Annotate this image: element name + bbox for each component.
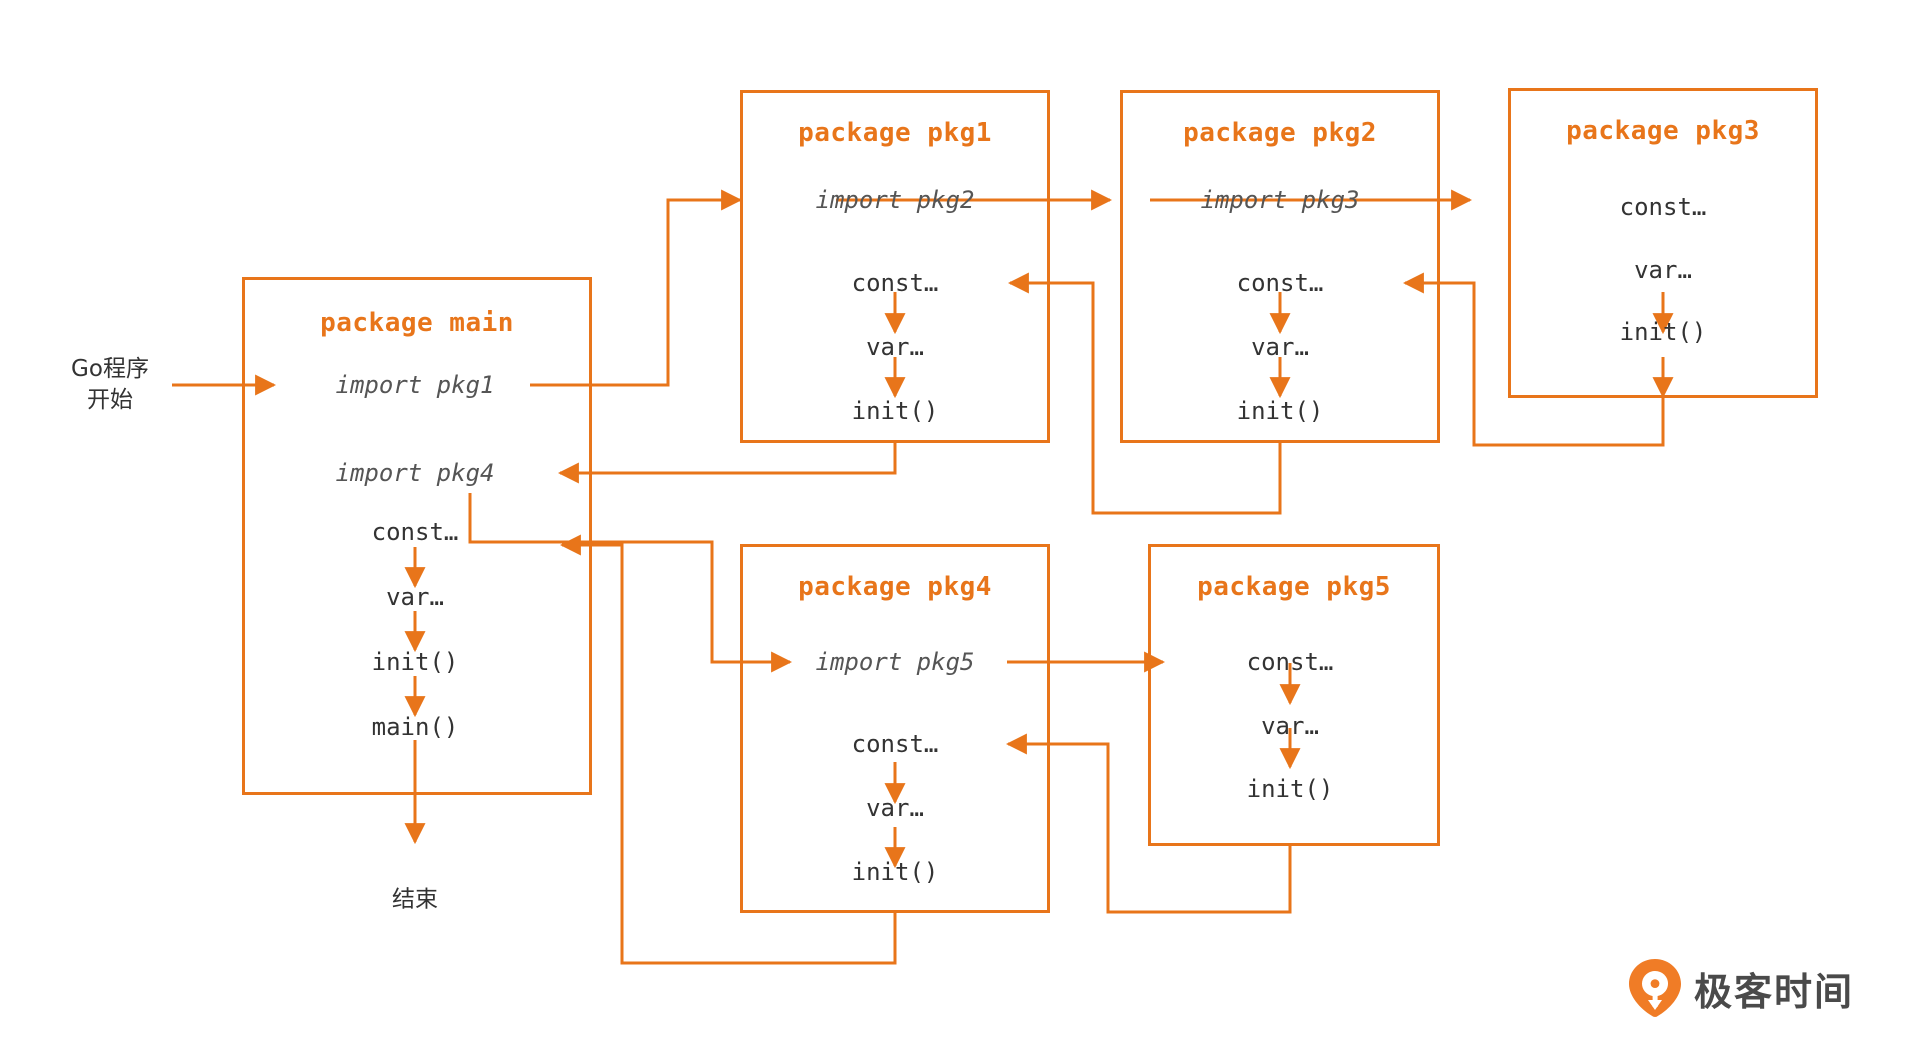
package-box-pkg2[interactable]: package pkg2	[1120, 90, 1440, 443]
end-label: 结束	[392, 886, 438, 913]
node-pkg4-init: init()	[851, 858, 939, 886]
node-pkg1-var: var…	[866, 333, 924, 361]
package-title-pkg4: package pkg4	[798, 572, 992, 602]
node-pkg3-const: const…	[1619, 193, 1707, 221]
node-pkg2-init: init()	[1236, 397, 1324, 425]
node-main-var: var…	[386, 583, 444, 611]
package-title-pkg1: package pkg1	[798, 118, 992, 148]
start-label-line2: 开始	[87, 387, 133, 413]
node-pkg5-var: var…	[1261, 712, 1319, 740]
node-pkg4-const: const…	[851, 730, 939, 758]
node-pkg1-init: init()	[851, 397, 939, 425]
package-title-main: package main	[320, 308, 514, 338]
start-label-line1: Go程序	[71, 355, 149, 382]
start-label: Go程序 开始	[71, 354, 149, 416]
package-box-pkg3[interactable]: package pkg3	[1508, 88, 1818, 398]
node-pkg3-init: init()	[1619, 318, 1707, 346]
node-main-init: init()	[371, 648, 459, 676]
package-box-pkg1[interactable]: package pkg1	[740, 90, 1050, 443]
geektime-logo-icon	[1628, 958, 1682, 1018]
node-pkg2-const: const…	[1236, 269, 1324, 297]
geektime-logo-text: 极客时间	[1694, 969, 1855, 1014]
package-box-pkg5[interactable]: package pkg5	[1148, 544, 1440, 846]
wire-pkg1-return-leg	[560, 443, 897, 475]
node-pkg2-import-pkg3[interactable]: import pkg3	[1200, 186, 1360, 214]
package-box-pkg4[interactable]: package pkg4	[740, 544, 1050, 913]
node-main-import-pkg1[interactable]: import pkg1	[335, 371, 495, 399]
node-pkg5-init: init()	[1246, 775, 1334, 803]
node-pkg3-var: var…	[1634, 256, 1692, 284]
node-main-const: const…	[371, 518, 459, 546]
node-pkg5-const: const…	[1246, 648, 1334, 676]
package-box-main[interactable]: package main	[242, 277, 592, 795]
node-pkg1-import-pkg2[interactable]: import pkg2	[815, 186, 975, 214]
node-pkg4-var: var…	[866, 794, 924, 822]
package-title-pkg5: package pkg5	[1197, 572, 1391, 602]
geektime-logo: 极客时间	[1628, 958, 1854, 1018]
package-title-pkg3: package pkg3	[1566, 116, 1760, 146]
node-main-import-pkg4[interactable]: import pkg4	[335, 459, 495, 487]
node-pkg2-var: var…	[1251, 333, 1309, 361]
package-title-pkg2: package pkg2	[1183, 118, 1377, 148]
logo-mark-svg	[1629, 959, 1681, 1017]
node-pkg4-import-pkg5[interactable]: import pkg5	[815, 648, 975, 676]
node-pkg1-const: const…	[851, 269, 939, 297]
node-main-main: main()	[371, 713, 459, 741]
